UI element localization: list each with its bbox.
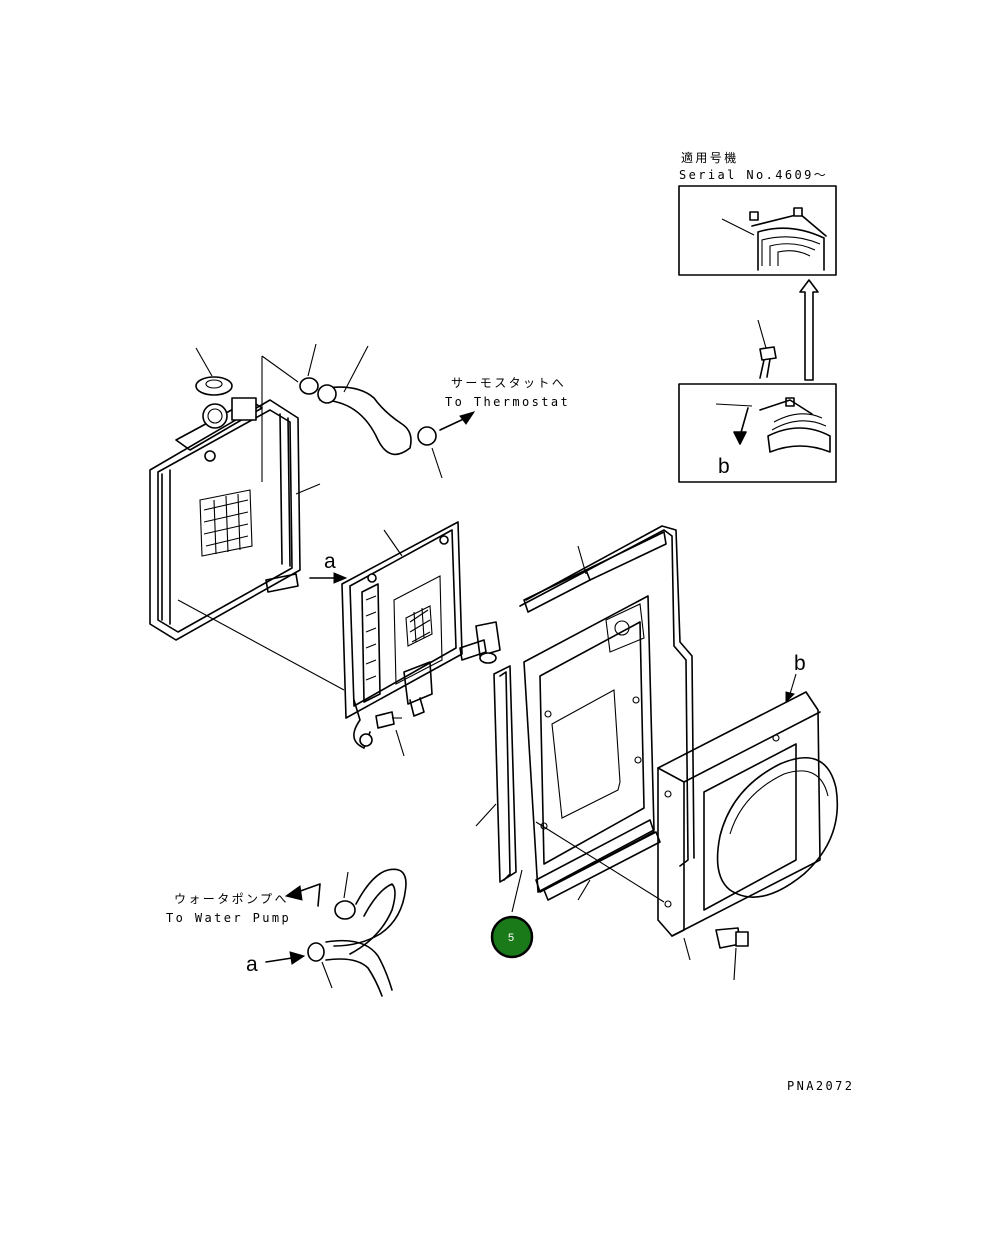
shroud-bolt (715, 927, 749, 981)
bolt-icon (757, 319, 777, 379)
label-a-upper: a (324, 550, 336, 573)
oil-cooler (341, 521, 501, 749)
lower-hose: ウォータポンプへ To Water Pump a (166, 868, 407, 997)
to-thermostat-en: To Thermostat (445, 395, 570, 409)
label-a-lower: a (246, 953, 258, 976)
radiator-cap (195, 347, 233, 396)
serial-title-jp: 適用号機 (681, 150, 739, 165)
seal-strip (475, 665, 517, 883)
radiator (149, 355, 345, 691)
arrow-a-upper: a (309, 550, 348, 584)
callout-5-number: 5 (508, 932, 514, 944)
fan-shroud: b (657, 652, 839, 961)
to-thermostat-jp: サーモスタットへ (451, 376, 566, 390)
cooler-bolt (375, 711, 405, 757)
inset-box-old-part: b (678, 383, 837, 483)
label-b-inset: b (718, 455, 730, 478)
to-water-pump-jp: ウォータポンプへ (174, 892, 289, 906)
frame-panel (519, 525, 695, 903)
drawing-code: PNA2072 (787, 1079, 854, 1093)
to-water-pump-en: To Water Pump (166, 911, 291, 925)
upper-hose: サーモスタットへ To Thermostat (299, 343, 570, 479)
up-arrow (799, 279, 819, 381)
callout-5[interactable]: 5 (490, 869, 534, 959)
inset-box-new-part (678, 185, 837, 276)
label-b-shroud: b (794, 652, 806, 675)
serial-label: Serial No.4609～ (679, 168, 828, 182)
